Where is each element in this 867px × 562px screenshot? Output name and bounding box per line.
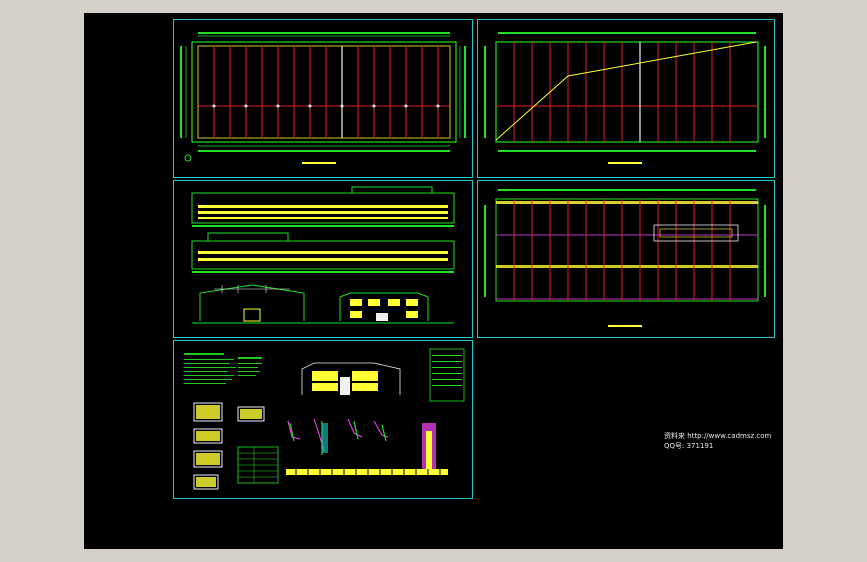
roof-plan-drawing (484, 32, 766, 164)
structure-plan-drawing (484, 189, 766, 327)
watermark-text: 资料来 http://www.cadmsz.com QQ号: 371191 (664, 431, 771, 451)
notes-details-drawing (184, 348, 465, 490)
sheet-structure-plan[interactable] (477, 180, 775, 338)
watermark-line-1: 资料来 http://www.cadmsz.com (664, 432, 772, 440)
sheet-roof-plan[interactable] (477, 19, 775, 178)
elevations-drawing (191, 186, 455, 324)
sheet-floor-plan[interactable] (173, 19, 473, 178)
drawing-canvas[interactable]: 资料来 http://www.cadmsz.com QQ号: 371191 (84, 13, 783, 549)
sheet-notes-details[interactable] (173, 340, 473, 499)
floor-plan-drawing (180, 32, 466, 164)
watermark-line-2: QQ号: 371191 (664, 442, 714, 450)
sheet-elevations[interactable] (173, 180, 473, 338)
